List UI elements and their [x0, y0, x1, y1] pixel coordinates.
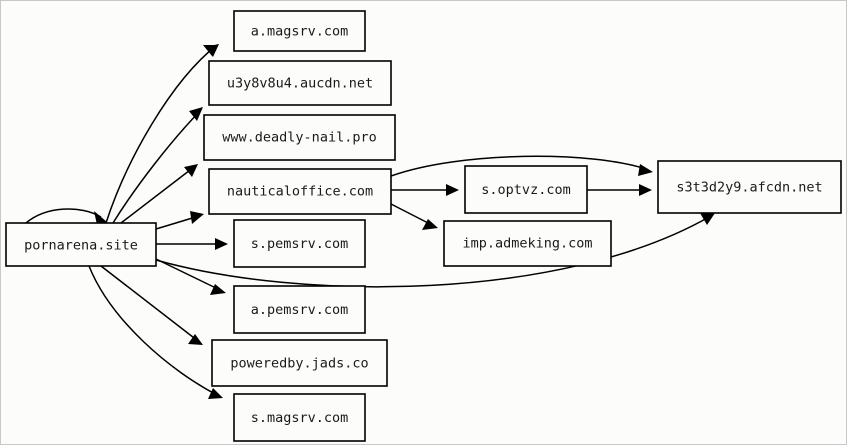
node-label: a.pemsrv.com [251, 302, 349, 318]
node-a-magsrv-com[interactable]: a.magsrv.com [233, 10, 366, 52]
edge-pornarena-to-spemsrv [156, 238, 228, 250]
node-s3t3d2y9-afcdn-net[interactable]: s3t3d2y9.afcdn.net [657, 160, 842, 214]
node-label: a.magsrv.com [251, 24, 349, 40]
node-label: u3y8v8u4.aucdn.net [227, 76, 373, 92]
edge-nautical-to-admeking [390, 203, 438, 230]
node-layer: pornarena.site a.magsrv.com u3y8v8u4.auc… [5, 10, 842, 442]
node-label: imp.admeking.com [462, 236, 592, 252]
node-imp-admeking-com[interactable]: imp.admeking.com [443, 220, 612, 267]
edge-nautical-to-soptvz [391, 184, 459, 196]
node-s-optvz-com[interactable]: s.optvz.com [464, 165, 588, 214]
node-label: pornarena.site [24, 238, 138, 254]
edge-nautical-to-afcdn [390, 155, 653, 177]
edge-layer [25, 44, 715, 399]
node-label: s.pemsrv.com [251, 236, 349, 252]
node-u3y8v8u4-aucdn-net[interactable]: u3y8v8u4.aucdn.net [208, 60, 392, 106]
edge-soptvz-to-afcdn [587, 184, 652, 196]
node-label: s3t3d2y9.afcdn.net [676, 180, 822, 196]
node-label: nauticaloffice.com [227, 184, 373, 200]
edge-pornarena-to-amagsrv [105, 44, 219, 224]
edge-pornarena-to-poweredby [100, 265, 203, 345]
node-s-pemsrv-com[interactable]: s.pemsrv.com [233, 219, 366, 268]
node-label: s.magsrv.com [251, 410, 349, 426]
node-label: s.optvz.com [481, 182, 570, 198]
node-poweredby-jads-co[interactable]: poweredby.jads.co [211, 339, 388, 387]
node-label: poweredby.jads.co [230, 356, 368, 372]
edge-pornarena-to-nautical [155, 211, 204, 230]
node-nauticaloffice-com[interactable]: nauticaloffice.com [208, 168, 392, 215]
edge-pornarena-to-aucdn [112, 107, 203, 224]
node-pornarena-site[interactable]: pornarena.site [5, 222, 157, 267]
edge-pornarena-self-loop [25, 208, 107, 225]
node-label: www.deadly-nail.pro [222, 130, 376, 146]
node-www-deadly-nail-pro[interactable]: www.deadly-nail.pro [203, 114, 396, 161]
edge-pornarena-to-afcdn [155, 213, 715, 288]
edge-pornarena-to-smagsrv [88, 265, 223, 399]
node-s-magsrv-com[interactable]: s.magsrv.com [233, 393, 366, 442]
edge-pornarena-to-deadlynail [120, 164, 198, 224]
node-a-pemsrv-com[interactable]: a.pemsrv.com [233, 285, 366, 334]
edge-pornarena-to-apemsrv [155, 258, 226, 295]
